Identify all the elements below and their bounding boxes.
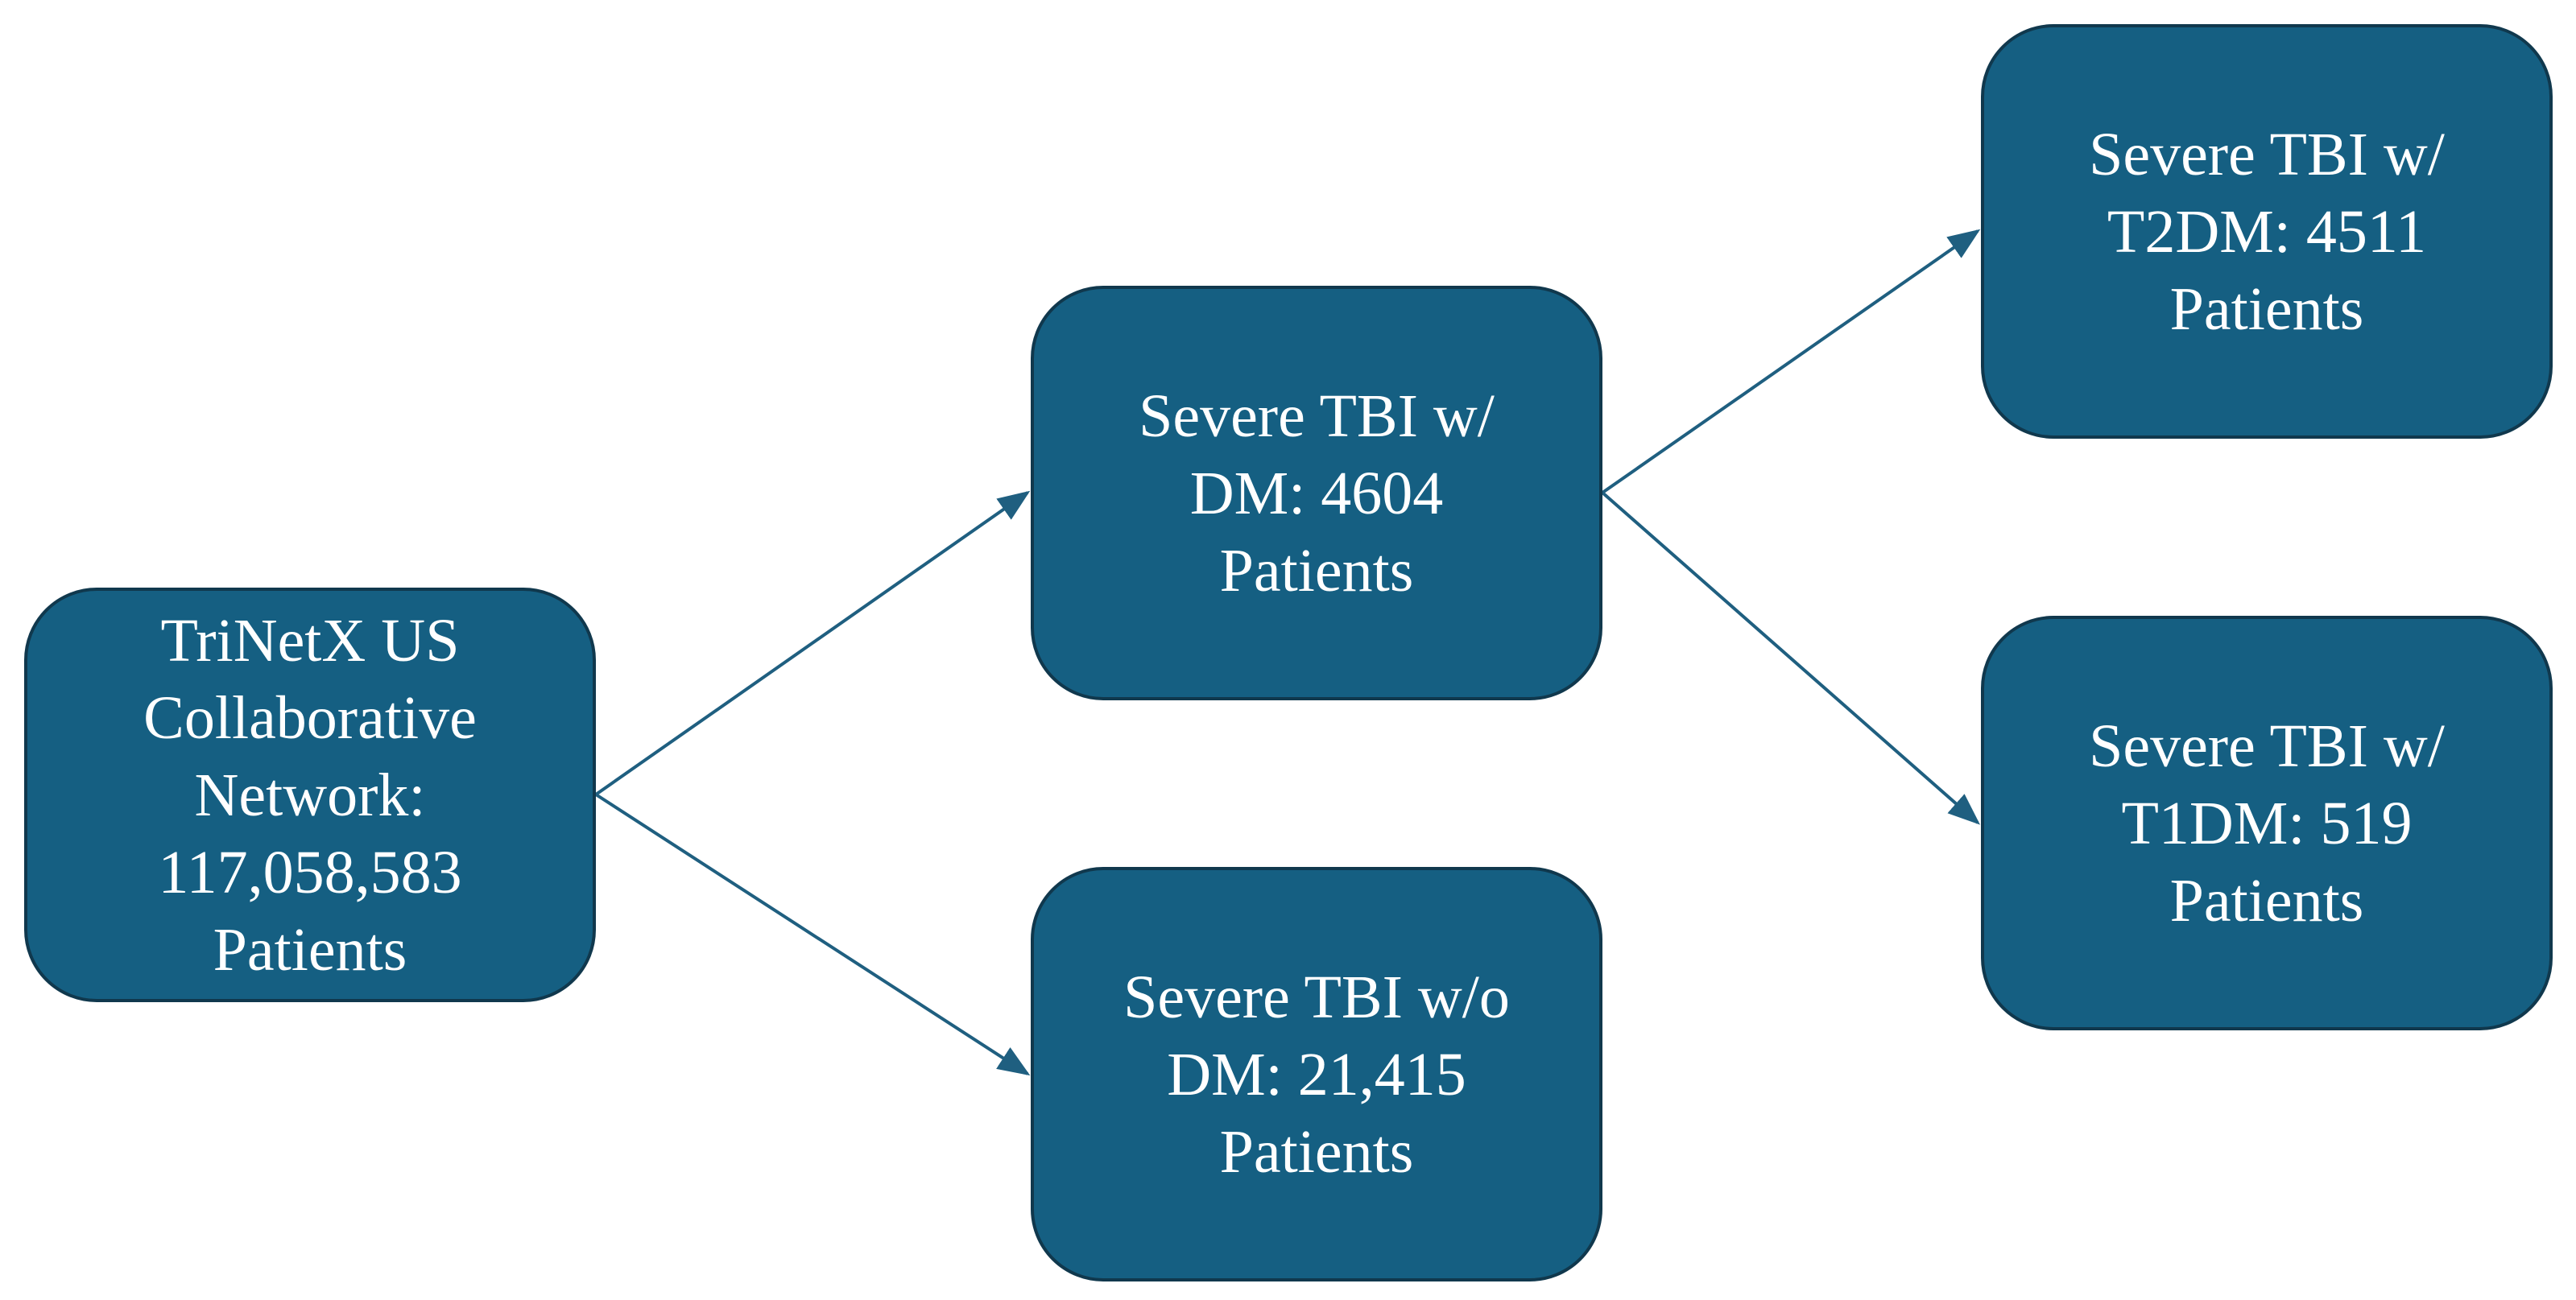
arrow-root-to-with-dm — [594, 490, 1031, 796]
node-line: Severe TBI w/o — [1123, 963, 1510, 1031]
arrow-root-to-without-dm — [594, 793, 1031, 1076]
node-severe-tbi-without-dm: Severe TBI w/o DM: 21,415 Patients — [1031, 867, 1602, 1281]
node-severe-tbi-with-t2dm: Severe TBI w/ T2DM: 4511 Patients — [1981, 24, 2553, 439]
node-trinetx-network: TriNetX US Collaborative Network: 117,05… — [24, 588, 596, 1002]
node-line: Patients — [1219, 536, 1414, 605]
node-severe-tbi-with-dm-text: Severe TBI w/ DM: 4604 Patients — [1139, 378, 1495, 609]
node-severe-tbi-with-t1dm: Severe TBI w/ T1DM: 519 Patients — [1981, 616, 2553, 1030]
node-line: Collaborative — [143, 683, 477, 752]
node-line: Severe TBI w/ — [2089, 120, 2445, 188]
node-severe-tbi-with-dm: Severe TBI w/ DM: 4604 Patients — [1031, 286, 1602, 700]
node-line: Patients — [2169, 866, 2364, 935]
node-line: T2DM: 4511 — [2107, 197, 2427, 266]
node-line: 117,058,583 — [158, 838, 462, 906]
node-severe-tbi-without-dm-text: Severe TBI w/o DM: 21,415 Patients — [1123, 959, 1510, 1191]
node-severe-tbi-with-t1dm-text: Severe TBI w/ T1DM: 519 Patients — [2089, 708, 2445, 939]
node-line: Patients — [2169, 274, 2364, 343]
node-line: Network: — [194, 761, 426, 829]
arrow-with-dm-to-t2dm — [1601, 229, 1981, 494]
node-line: DM: 21,415 — [1167, 1040, 1466, 1108]
node-severe-tbi-with-t2dm-text: Severe TBI w/ T2DM: 4511 Patients — [2089, 116, 2445, 348]
node-line: Severe TBI w/ — [2089, 712, 2445, 780]
node-trinetx-network-text: TriNetX US Collaborative Network: 117,05… — [143, 602, 477, 988]
node-line: Patients — [1219, 1117, 1414, 1186]
node-line: Severe TBI w/ — [1139, 382, 1495, 450]
node-line: TriNetX US — [160, 606, 460, 675]
node-line: Patients — [213, 915, 407, 984]
arrow-with-dm-to-t1dm — [1601, 491, 1981, 825]
node-line: T1DM: 519 — [2121, 789, 2413, 857]
node-line: DM: 4604 — [1189, 459, 1444, 527]
